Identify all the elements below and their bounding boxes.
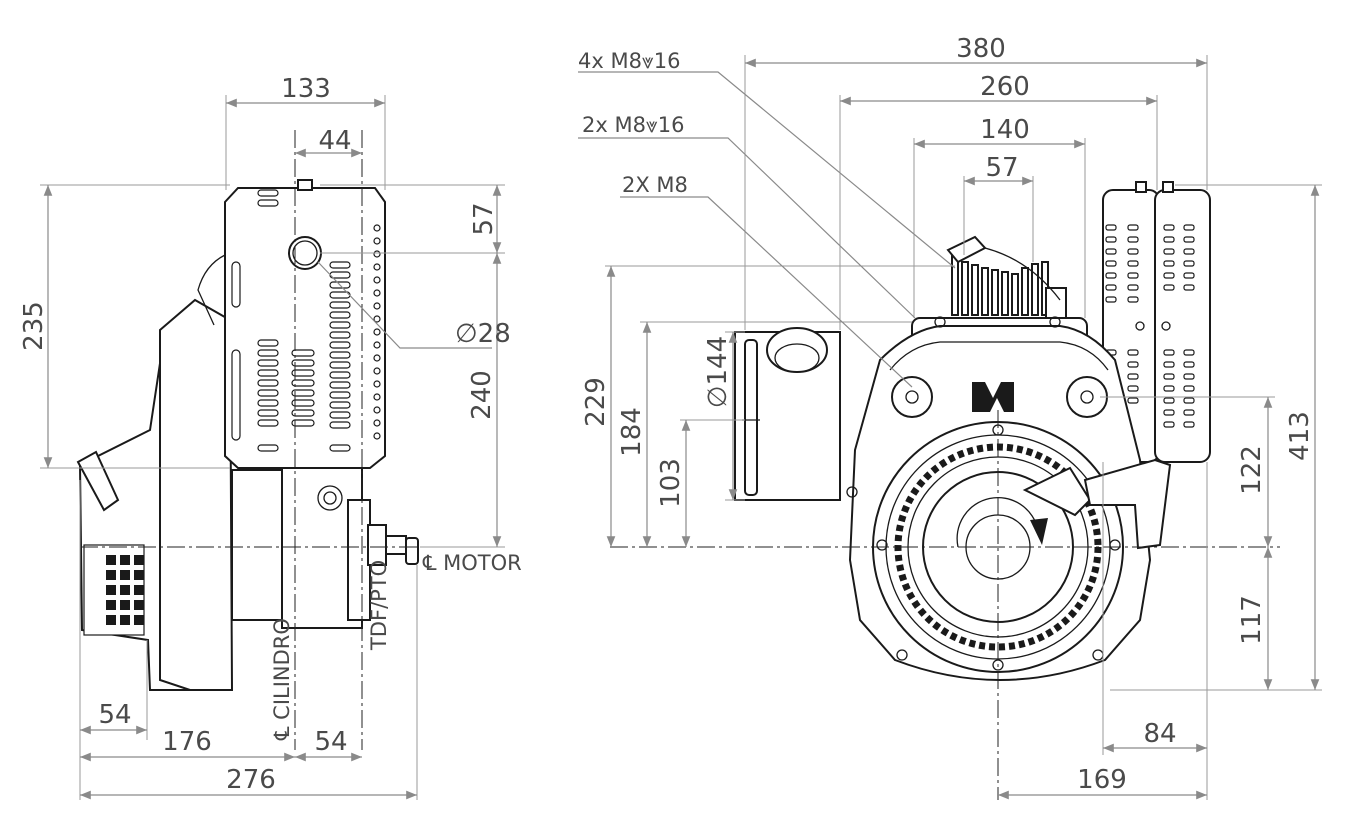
label-pto: TDF/PTO xyxy=(367,560,391,651)
starter-handle xyxy=(76,450,120,512)
dim-54-right: 54 xyxy=(314,727,347,757)
dim-169: 169 xyxy=(1077,765,1127,795)
label-cylinder-centerline: ℄ CILINDRO xyxy=(270,618,294,741)
label-motor-centerline: ℄ MOTOR xyxy=(422,551,522,575)
dim-84: 84 xyxy=(1143,719,1176,749)
dim-133: 133 xyxy=(281,74,331,104)
dim-103: 103 xyxy=(656,458,686,508)
dim-44: 44 xyxy=(318,126,351,156)
dim-57-front: 57 xyxy=(985,153,1018,183)
dim-184: 184 xyxy=(617,407,647,457)
dim-413: 413 xyxy=(1285,411,1315,461)
dim-240: 240 xyxy=(467,370,497,420)
dim-54-left: 54 xyxy=(98,700,131,730)
dim-176: 176 xyxy=(162,727,212,757)
cylinder-fins xyxy=(951,254,1049,316)
dim-122: 122 xyxy=(1237,445,1267,495)
callout-2x-m8-depth: 2x M8⩔16 xyxy=(582,113,685,137)
callout-4x-m8: 4x M8⩔16 xyxy=(578,49,681,73)
side-view: 133 44 57 ∅28 235 240 54 176 54 276 ℄ MO… xyxy=(19,74,522,800)
dim-380: 380 xyxy=(956,34,1006,64)
tank-slots-left xyxy=(231,189,315,452)
dim-hole-28: ∅28 xyxy=(455,319,511,349)
callout-2x-m8: 2X M8 xyxy=(622,173,688,197)
front-view: 4x M8⩔16 2x M8⩔16 2X M8 380 260 140 57 2… xyxy=(578,34,1322,800)
dim-filter-144: ∅144 xyxy=(703,336,733,408)
dim-229: 229 xyxy=(581,377,611,427)
dim-140: 140 xyxy=(980,115,1030,145)
dim-276: 276 xyxy=(226,765,276,795)
dim-117: 117 xyxy=(1237,595,1267,645)
fuel-cap xyxy=(288,236,322,270)
dim-260: 260 xyxy=(980,72,1030,102)
starter-grille xyxy=(83,544,145,636)
brand-logo xyxy=(972,382,1014,412)
dim-235: 235 xyxy=(19,301,49,351)
dim-57-tank: 57 xyxy=(469,202,499,235)
tank-slots-right xyxy=(329,224,381,452)
